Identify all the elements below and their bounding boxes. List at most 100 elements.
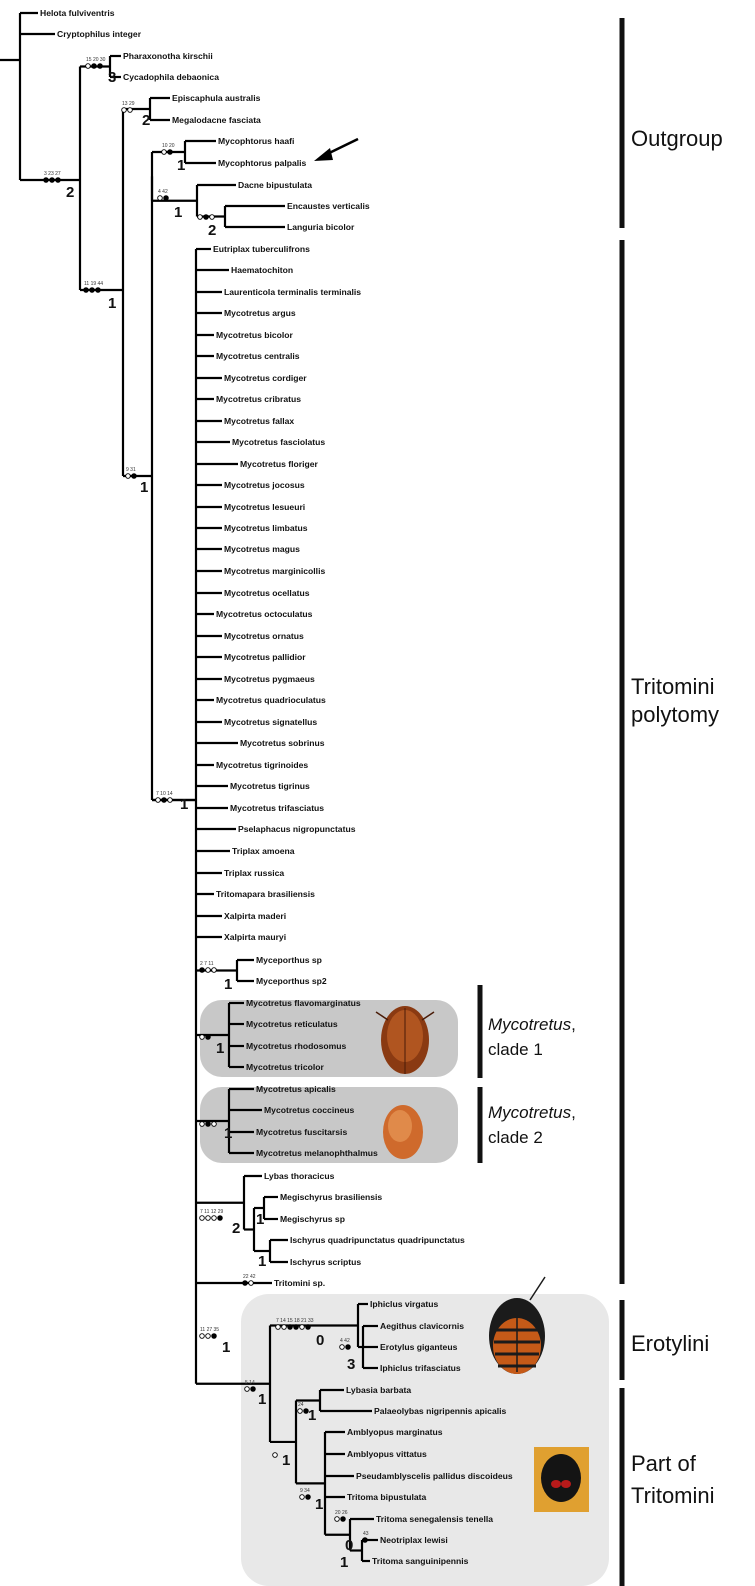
taxon-label: Mycotretus tricolor: [246, 1062, 324, 1072]
character-state-marker: [84, 288, 89, 293]
character-state-marker: [96, 288, 101, 293]
character-state-marker: [249, 1281, 254, 1286]
taxon-label: Xalpirta maderi: [224, 911, 286, 921]
character-state-marker: [300, 1495, 305, 1500]
character-state-marker: [200, 968, 205, 973]
taxon-label: Mycophtorus haafi: [218, 136, 294, 146]
character-state-marker: [158, 196, 163, 201]
taxon-label: Haematochiton: [231, 265, 293, 275]
taxon-label: Megischyrus sp: [280, 1214, 345, 1224]
taxon-label: Mycotretus rhodosomus: [246, 1041, 346, 1051]
character-state-marker: [132, 474, 137, 479]
character-state-marker: [288, 1325, 293, 1330]
taxon-label: Mycotretus cordiger: [224, 373, 307, 383]
taxon-label: Mycotretus fuscitarsis: [256, 1127, 347, 1137]
character-state-marker: [218, 1216, 223, 1221]
taxon-label: Mycotretus octoculatus: [216, 609, 313, 619]
taxon-label: Pseudamblyscelis pallidus discoideus: [356, 1471, 513, 1481]
character-state-marker: [363, 1538, 368, 1543]
character-number-label: 2 7 11: [200, 961, 214, 967]
arrow-indicator: [314, 139, 358, 161]
character-state-marker: [335, 1517, 340, 1522]
character-state-marker: [164, 196, 169, 201]
character-state-marker: [200, 1035, 205, 1040]
taxon-label: Mycotretus ornatus: [224, 631, 304, 641]
taxon-label: Dacne bipustulata: [238, 180, 312, 190]
support-value: 1: [174, 204, 182, 221]
taxon-label: Mycotretus magus: [224, 544, 300, 554]
character-state-marker: [86, 64, 91, 69]
character-state-marker: [98, 64, 103, 69]
character-state-marker: [273, 1453, 278, 1458]
support-value: 1: [222, 1339, 230, 1356]
support-value: 2: [142, 112, 150, 129]
character-state-marker: [212, 1122, 217, 1127]
support-value: 0: [316, 1332, 324, 1349]
character-state-marker: [200, 1216, 205, 1221]
character-number-label: 9 34: [300, 1488, 310, 1494]
beetle-photo-tritomini: [534, 1447, 589, 1512]
character-state-marker: [306, 1495, 311, 1500]
character-state-marker: [92, 64, 97, 69]
character-state-marker: [206, 1334, 211, 1339]
taxon-label: Pselaphacus nigropunctatus: [238, 824, 356, 834]
taxon-label: Mycotretus limbatus: [224, 523, 308, 533]
taxon-label: Mycotretus ocellatus: [224, 588, 310, 598]
taxon-label: Mycotretus pallidior: [224, 652, 306, 662]
taxon-label: Mycotretus melanophthalmus: [256, 1148, 378, 1158]
taxon-label: Laurenticola terminalis terminalis: [224, 287, 361, 297]
taxon-label: Tritomini sp.: [274, 1278, 325, 1288]
taxon-label: Ischyrus scriptus: [290, 1257, 361, 1267]
support-value: 0: [345, 1537, 353, 1554]
character-state-marker: [198, 215, 203, 220]
character-state-marker: [341, 1517, 346, 1522]
taxon-label: Episcaphula australis: [172, 93, 261, 103]
taxon-label: Aegithus clavicornis: [380, 1321, 464, 1331]
taxon-label: Cycadophila debaonica: [123, 72, 219, 82]
taxon-label: Mycotretus pygmaeus: [224, 674, 315, 684]
taxon-label: Xalpirta mauryi: [224, 932, 286, 942]
taxon-label: Amblyopus vittatus: [347, 1449, 427, 1459]
character-number-label: 22 42: [243, 1274, 256, 1280]
support-value: 1: [224, 976, 232, 993]
support-value: 1: [216, 1040, 224, 1057]
character-state-marker: [282, 1325, 287, 1330]
taxon-label: Mycotretus marginicollis: [224, 566, 325, 576]
taxon-label: Pharaxonotha kirschii: [123, 51, 213, 61]
character-state-marker: [306, 1325, 311, 1330]
character-number-label: 4 42: [340, 1338, 350, 1344]
label-part-of-tritomini-1: Part of: [631, 1451, 697, 1476]
character-state-marker: [340, 1345, 345, 1350]
character-state-marker: [206, 1122, 211, 1127]
character-number-label: 10 20: [162, 143, 175, 149]
character-state-marker: [200, 1122, 205, 1127]
taxon-label: Triplax amoena: [232, 846, 295, 856]
taxon-label: Mycotretus reticulatus: [246, 1019, 338, 1029]
label-clade1: Mycotretus,: [488, 1015, 576, 1034]
taxon-label: Languria bicolor: [287, 222, 355, 232]
taxon-label: Mycotretus flavomarginatus: [246, 998, 361, 1008]
support-value: 1: [258, 1253, 266, 1270]
character-state-marker: [156, 798, 161, 803]
taxon-label: Eutriplax tuberculifrons: [213, 244, 310, 254]
character-state-marker: [276, 1325, 281, 1330]
label-tritomini-polytomy-1: Tritomini: [631, 674, 715, 699]
character-state-marker: [168, 798, 173, 803]
taxon-label: Cryptophilus integer: [57, 29, 142, 39]
taxon-label: Mycotretus tigrinus: [230, 781, 310, 791]
character-number-label: 7 11 12 29: [200, 1209, 223, 1215]
taxon-label: Mycotretus fasciolatus: [232, 437, 325, 447]
character-state-marker: [44, 178, 49, 183]
taxon-label: Mycotretus quadrioculatus: [216, 695, 326, 705]
character-state-marker: [300, 1325, 305, 1330]
label-outgroup: Outgroup: [631, 126, 723, 151]
character-state-marker: [128, 108, 133, 113]
character-state-marker: [206, 1035, 211, 1040]
taxon-label: Triplax russica: [224, 868, 284, 878]
taxon-label: Mycotretus cribratus: [216, 394, 301, 404]
taxon-label: Mycotretus jocosus: [224, 480, 305, 490]
character-state-marker: [251, 1387, 256, 1392]
beetle-photo-erotylini: [489, 1277, 545, 1374]
taxon-label: Mycotretus fallax: [224, 416, 294, 426]
